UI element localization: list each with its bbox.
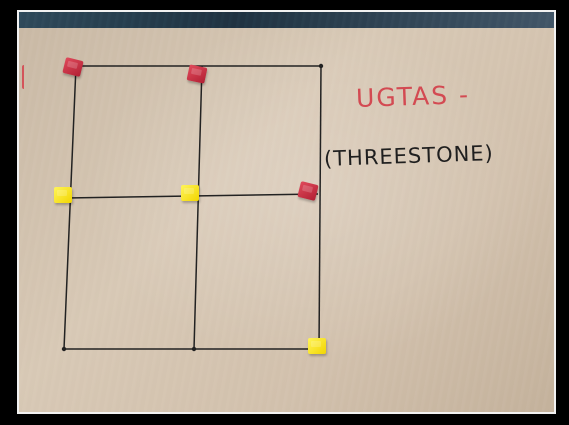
yellow-piece <box>308 338 326 354</box>
grid-line-middle-vertical <box>193 65 203 350</box>
red-piece <box>186 64 208 84</box>
board-texture <box>19 12 554 412</box>
board-surface: UGTAS - (THREESTONE) <box>19 12 554 412</box>
grid-point <box>61 346 67 352</box>
grid-line-right <box>318 65 322 350</box>
title-text: UGTAS - <box>355 80 471 113</box>
edge-mark <box>22 65 30 89</box>
background-strip <box>19 12 554 28</box>
grid-point <box>318 63 324 69</box>
game-photo: UGTAS - (THREESTONE) <box>17 10 556 414</box>
grid-point <box>191 346 197 352</box>
yellow-piece <box>54 187 72 203</box>
yellow-piece <box>181 185 199 201</box>
grid-line-left <box>63 65 77 350</box>
board-lines <box>61 63 324 352</box>
